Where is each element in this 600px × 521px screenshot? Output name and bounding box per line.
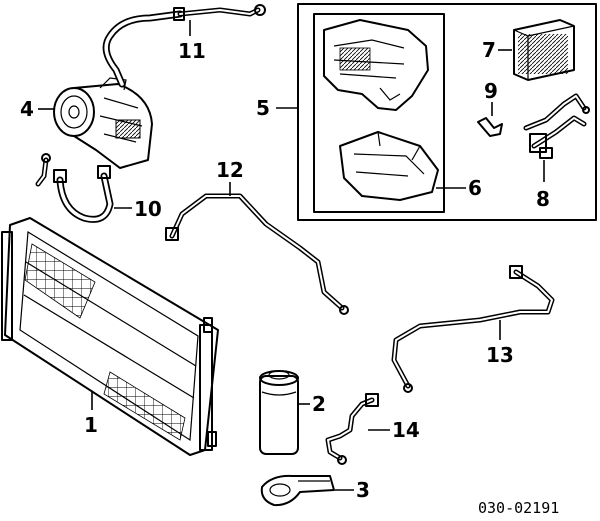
callout-8: 8 — [536, 187, 550, 211]
callout-1: 1 — [84, 413, 98, 437]
evaporator-group-frame — [297, 3, 597, 221]
callout-5: 5 — [256, 96, 270, 120]
callout-14: 14 — [392, 418, 420, 442]
sensor-clip — [477, 117, 503, 137]
callout-12: 12 — [216, 158, 244, 182]
condenser — [1, 217, 219, 456]
compressor — [53, 77, 153, 169]
liquid-line-lower — [391, 265, 555, 393]
evaporator-case-frame — [313, 13, 445, 213]
evaporator-upper-case — [323, 19, 429, 111]
callout-3: 3 — [356, 478, 370, 502]
receiver-drier — [259, 370, 299, 455]
evaporator-lower-case — [339, 131, 439, 201]
callout-13: 13 — [486, 343, 514, 367]
discharge-hose — [35, 153, 114, 223]
evaporator-core — [513, 19, 575, 81]
liquid-line-upper — [165, 193, 349, 315]
callout-11: 11 — [178, 39, 206, 63]
suction-hose — [102, 4, 266, 88]
diagram-reference-code: 030-02191 — [478, 499, 559, 517]
callout-6: 6 — [468, 176, 482, 200]
callout-7: 7 — [482, 38, 496, 62]
callout-9: 9 — [484, 79, 498, 103]
drier-line — [325, 393, 379, 465]
callout-10: 10 — [134, 197, 162, 221]
drier-bracket — [260, 474, 335, 507]
expansion-valve — [523, 93, 590, 159]
callout-4: 4 — [20, 97, 34, 121]
callout-2: 2 — [312, 392, 326, 416]
